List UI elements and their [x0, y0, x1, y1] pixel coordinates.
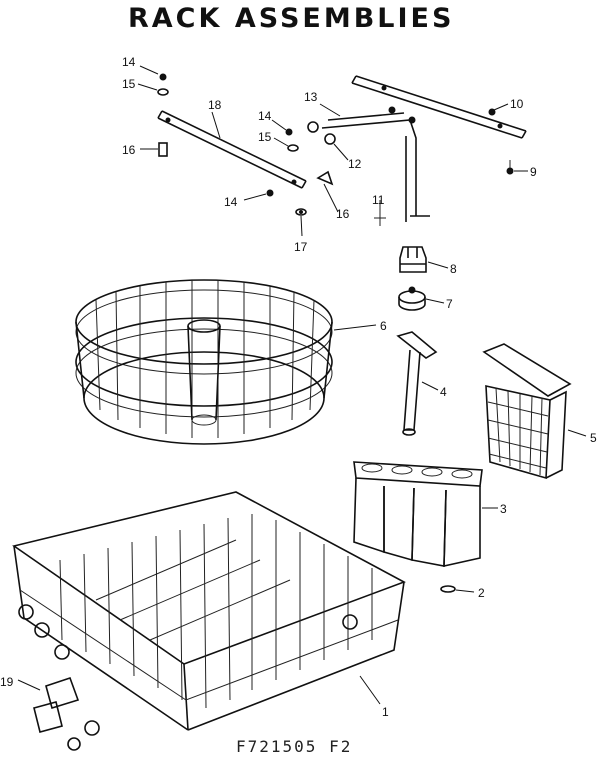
wheel-bracket-19	[33, 676, 81, 751]
callout-9: 9	[530, 165, 537, 179]
callout-5: 5	[590, 431, 597, 445]
callout-1: 1	[382, 705, 389, 719]
callout-17: 17	[294, 240, 308, 254]
callout-11: 11	[372, 193, 385, 207]
drawing-code: F721505 F2	[236, 737, 352, 756]
handle-4	[396, 331, 438, 436]
callout-6: 6	[380, 319, 387, 333]
callout-12: 12	[348, 157, 362, 171]
callout-15-top: 15	[122, 77, 136, 91]
spray-hub-8	[399, 246, 427, 273]
round-rack-6	[75, 279, 333, 445]
callout-2: 2	[478, 586, 485, 600]
diagram-title: RACK ASSEMBLIES	[128, 3, 454, 34]
callout-10: 10	[510, 97, 524, 111]
rail-18	[157, 110, 307, 189]
callout-19: 19	[0, 675, 14, 689]
leader-lines	[17, 65, 587, 705]
callout-4: 4	[440, 385, 447, 399]
hardware-pieces	[157, 73, 514, 216]
clip-2	[440, 585, 456, 593]
feed-tube-11	[321, 112, 430, 226]
callout-16-right: 16	[336, 207, 350, 221]
callouts: 14 15 16 18 14 15 14 16 17 13 12 11 10 9…	[0, 55, 597, 719]
rail-10	[351, 75, 527, 139]
spray-nozzle-7	[398, 286, 426, 311]
lower-rack-1	[12, 491, 406, 736]
callout-3: 3	[500, 502, 507, 516]
callout-8: 8	[450, 262, 457, 276]
callout-16-left: 16	[122, 143, 136, 157]
callout-7: 7	[446, 297, 453, 311]
callout-14-low: 14	[224, 195, 238, 209]
cup-holder-3	[353, 461, 483, 568]
callout-18: 18	[208, 98, 222, 112]
callout-14-top: 14	[122, 55, 136, 69]
silverware-basket-5	[482, 343, 572, 480]
callout-13: 13	[304, 90, 318, 104]
callout-14-mid: 14	[258, 109, 272, 123]
callout-15-mid: 15	[258, 130, 272, 144]
